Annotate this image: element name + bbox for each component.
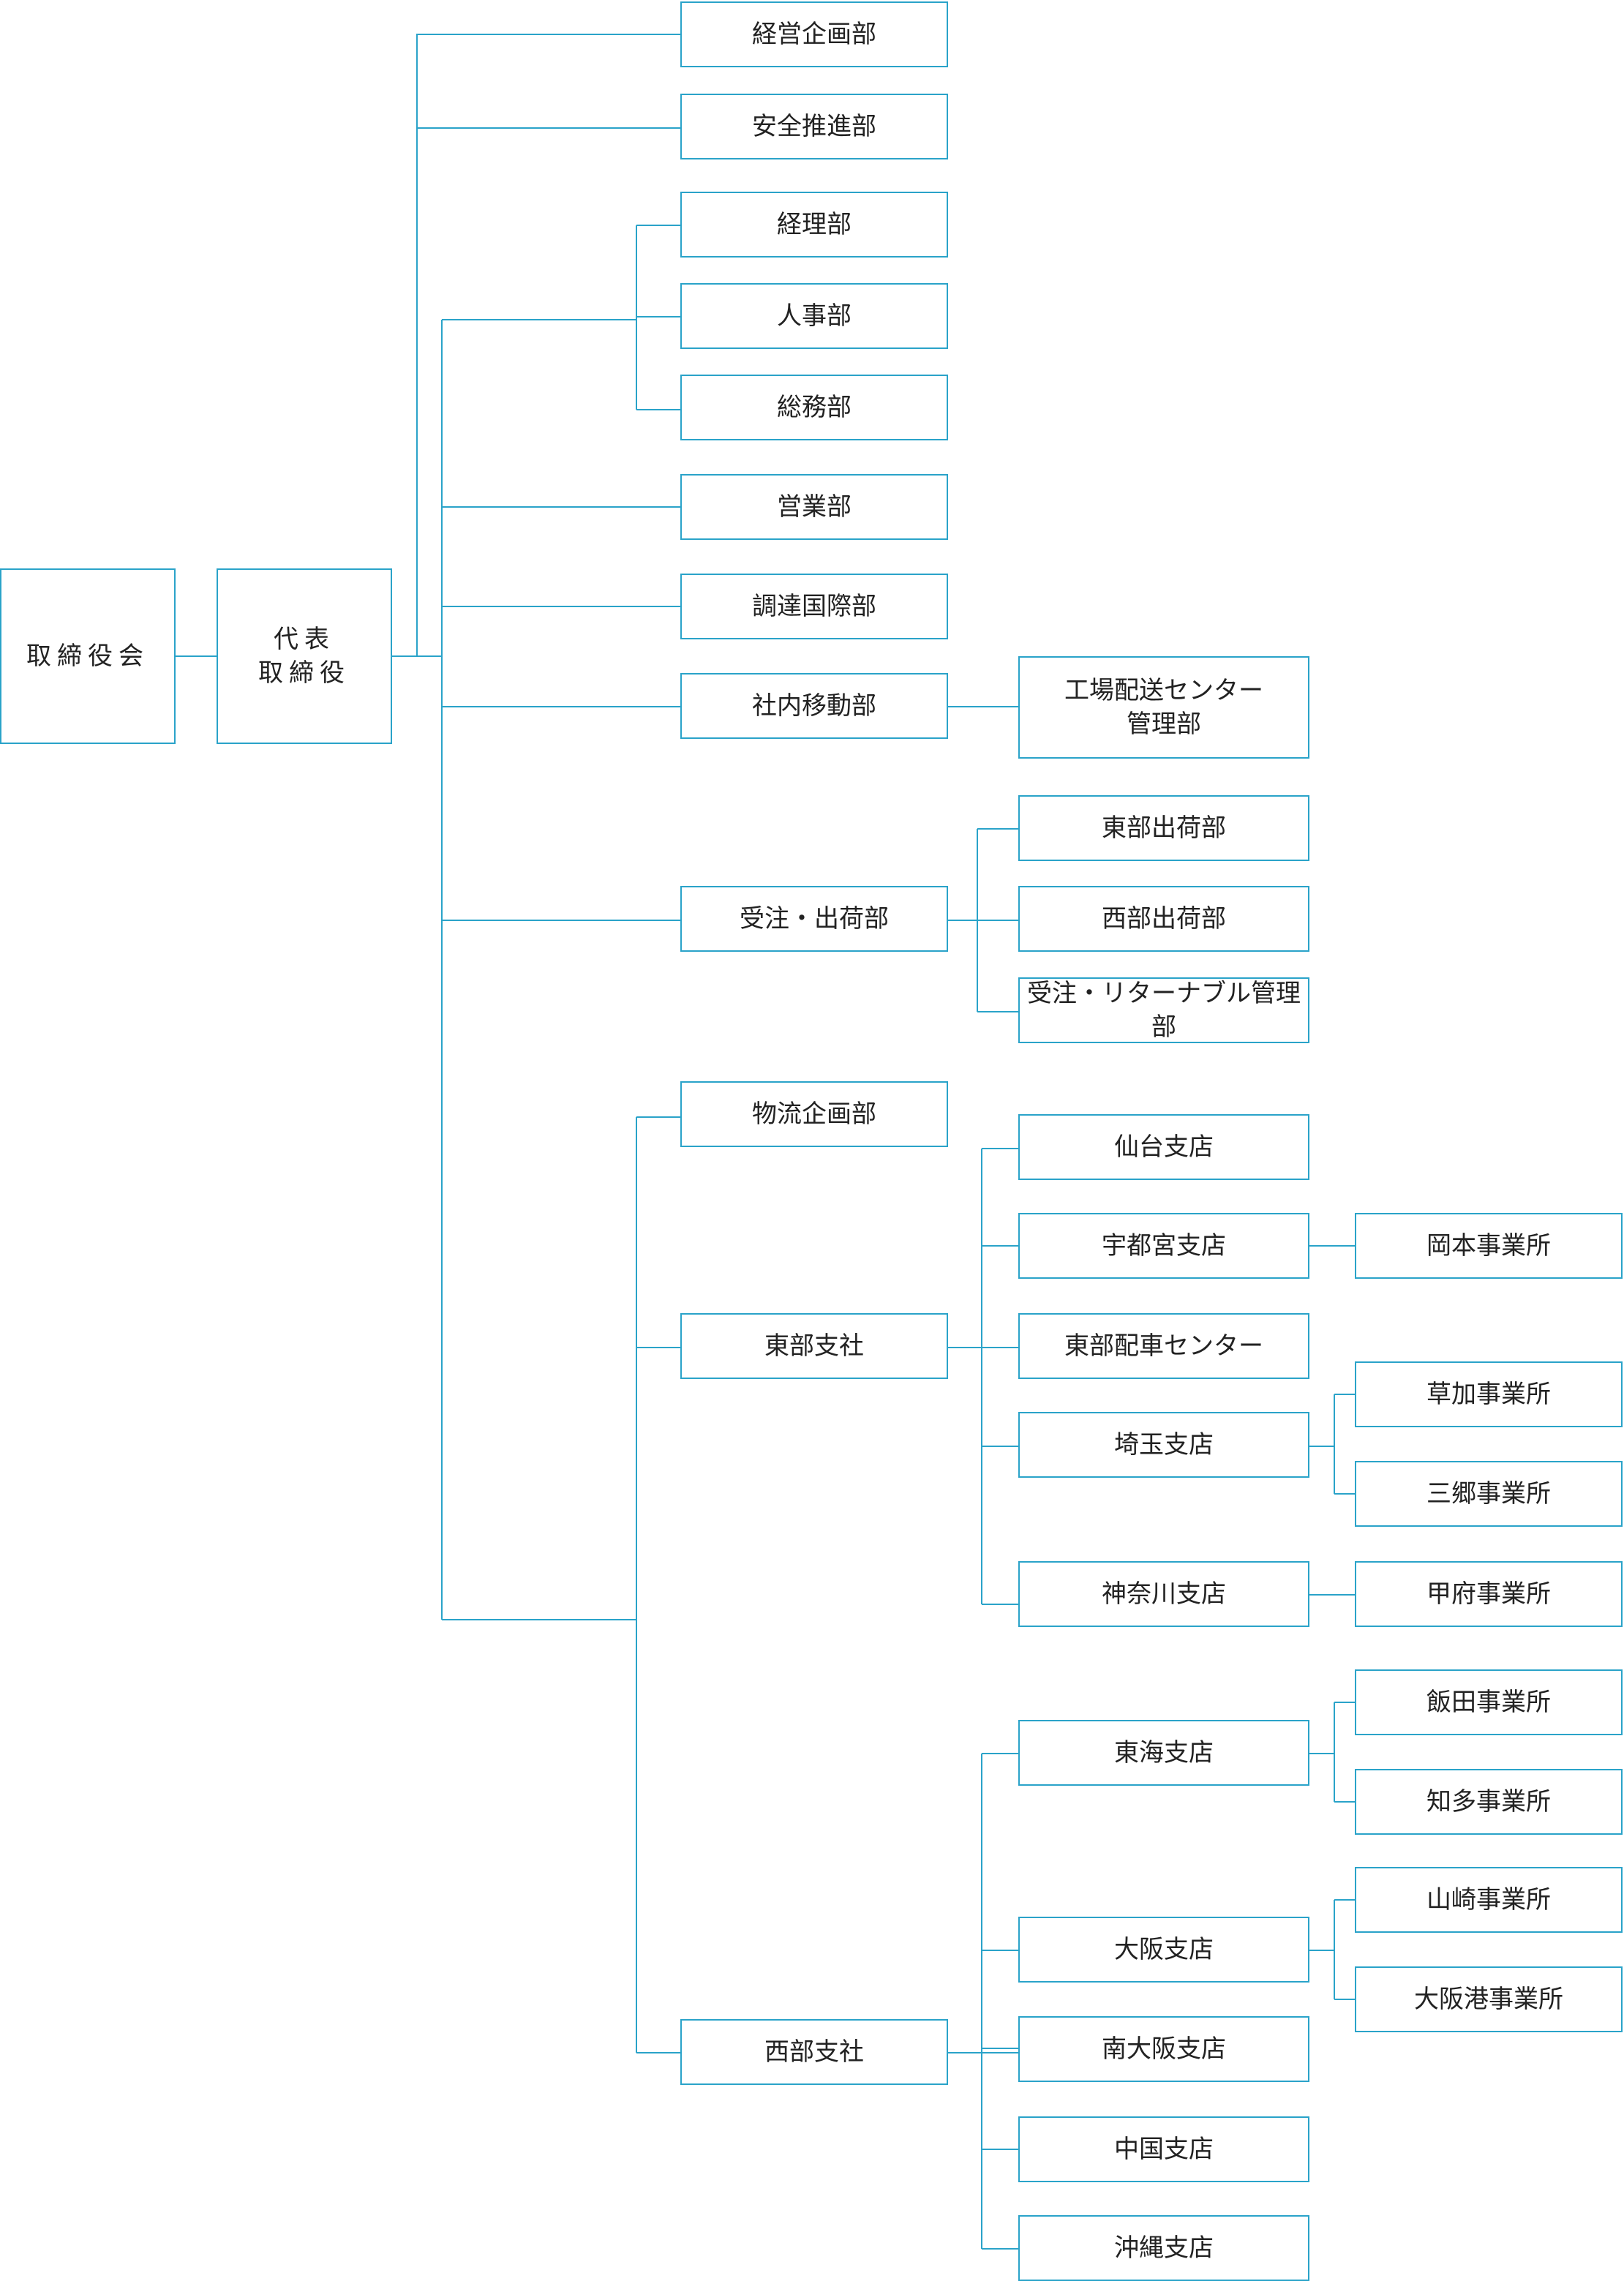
node-kofu: 甲府事業所 <box>1355 1561 1623 1627</box>
connector-osaka-offices <box>1309 1899 1356 2000</box>
node-keiri: 経理部 <box>680 192 948 258</box>
node-minami-osaka: 南大阪支店 <box>1018 2016 1309 2082</box>
node-president: 代表 取締役 <box>217 568 392 744</box>
connector-saitama-offices <box>1309 1394 1356 1495</box>
node-soka: 草加事業所 <box>1355 1361 1623 1427</box>
node-seibu-shisha: 西部支社 <box>680 2019 948 2085</box>
connector-east-branches <box>948 1148 1020 1605</box>
node-shanai-ido: 社内移動部 <box>680 673 948 739</box>
node-tobu-haisha: 東部配車センター <box>1018 1313 1309 1379</box>
node-chugoku: 中国支店 <box>1018 2116 1309 2182</box>
node-utsunomiya: 宇都宮支店 <box>1018 1213 1309 1279</box>
node-butsuryu-kikaku: 物流企画部 <box>680 1081 948 1147</box>
connector-admin-group <box>442 225 682 410</box>
node-kojo-haiso: 工場配送センター 管理部 <box>1018 656 1309 759</box>
node-yamazaki: 山崎事業所 <box>1355 1867 1623 1933</box>
node-okamoto: 岡本事業所 <box>1355 1213 1623 1279</box>
connector-west-branches <box>948 1753 1020 2250</box>
node-keiei-kikaku: 経営企画部 <box>680 1 948 67</box>
node-chotatsu-kokusai: 調達国際部 <box>680 574 948 639</box>
node-board: 取締役会 <box>0 568 176 744</box>
node-kanagawa: 神奈川支店 <box>1018 1561 1309 1627</box>
node-iida: 飯田事業所 <box>1355 1669 1623 1735</box>
node-osakako: 大阪港事業所 <box>1355 1966 1623 2032</box>
connector-top-branch <box>416 34 682 656</box>
node-tobu-shukka: 東部出荷部 <box>1018 795 1309 861</box>
node-misato: 三郷事業所 <box>1355 1461 1623 1527</box>
connector-logistics-group <box>442 1116 682 2053</box>
node-seibu-shukka: 西部出荷部 <box>1018 886 1309 952</box>
node-eigyo: 営業部 <box>680 474 948 540</box>
node-jinji: 人事部 <box>680 283 948 349</box>
node-osaka: 大阪支店 <box>1018 1917 1309 1983</box>
node-anzen-suishin: 安全推進部 <box>680 94 948 159</box>
node-okinawa: 沖縄支店 <box>1018 2215 1309 2281</box>
node-juchu-shukka: 受注・出荷部 <box>680 886 948 952</box>
node-saitama: 埼玉支店 <box>1018 1412 1309 1478</box>
node-sendai: 仙台支店 <box>1018 1114 1309 1180</box>
node-somu: 総務部 <box>680 375 948 440</box>
node-tokai: 東海支店 <box>1018 1720 1309 1786</box>
node-tobu-shisha: 東部支社 <box>680 1313 948 1379</box>
connector-juchu-children <box>948 828 1020 1012</box>
connector-tokai-offices <box>1309 1702 1356 1803</box>
node-returnable: 受注・リターナブル管理部 <box>1018 977 1309 1043</box>
node-chita: 知多事業所 <box>1355 1769 1623 1835</box>
